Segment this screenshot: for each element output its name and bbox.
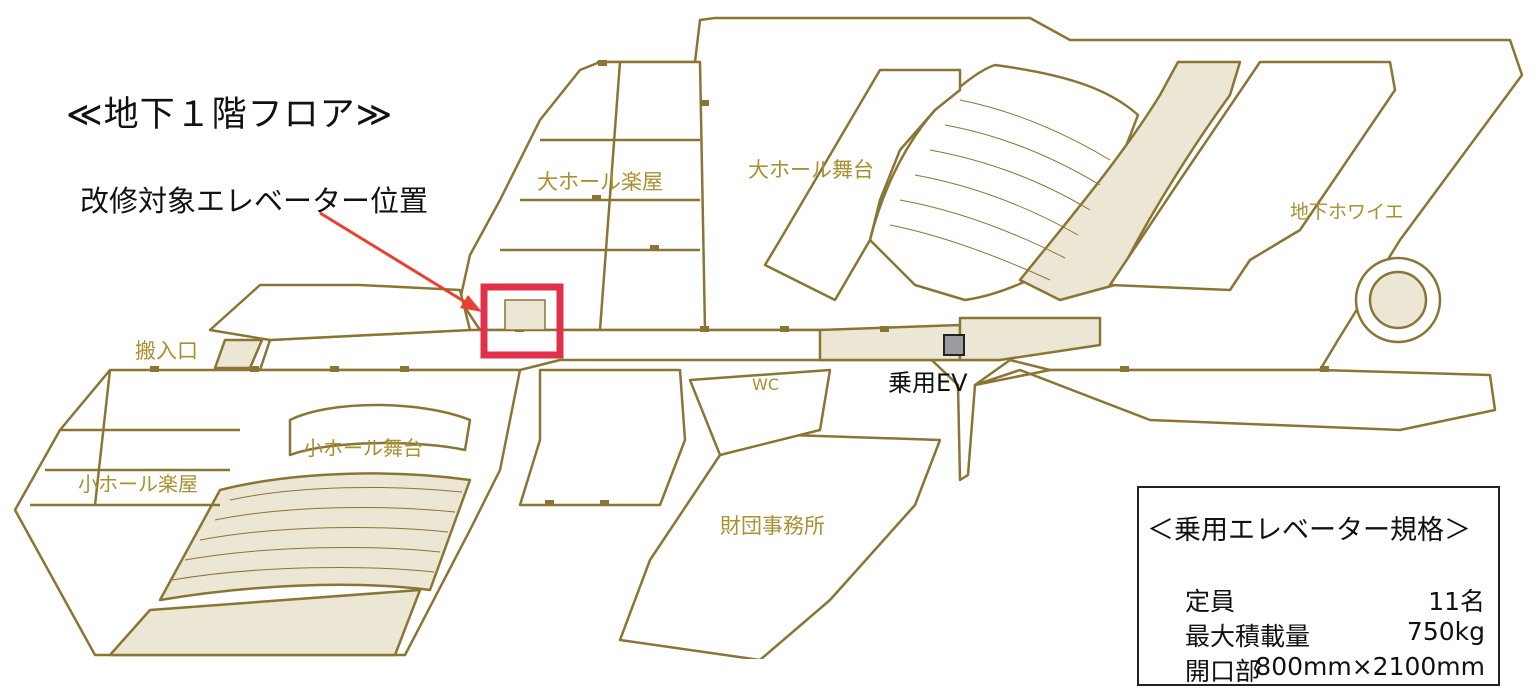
small-hall-stage-label: 小ホール舞台: [303, 436, 423, 460]
large-hall-dressing-label: 大ホール楽屋: [537, 170, 663, 194]
large-hall-stage-label: 大ホール舞台: [748, 158, 874, 182]
loading-area: [208, 283, 472, 342]
spec-row-value: 750kg: [1406, 617, 1485, 646]
passenger-ev-marker: [943, 334, 965, 356]
small-hall-dressing-label: 小ホール楽屋: [78, 472, 198, 496]
service-block: [518, 368, 687, 507]
spec-row-value: 800mm×2100mm: [1255, 652, 1485, 681]
elevator-spec-box: ＜乗用エレベーター規格＞ 定員 11名 最大積載量 750kg 開口部 800m…: [1137, 486, 1500, 686]
target-elevator-label: 改修対象エレベーター位置: [80, 184, 429, 218]
spec-row-label: 開口部: [1185, 657, 1261, 686]
foundation-office-label: 財団事務所: [720, 514, 825, 538]
basement-foyer-outline: [1108, 60, 1397, 292]
basement-foyer-label: 地下ホワイエ: [1290, 201, 1404, 223]
target-elevator-highlight: [480, 283, 564, 359]
wc-label: WC: [752, 375, 779, 394]
floor-plan-map: [13, 16, 1524, 659]
small-hall-stage-outline: [288, 403, 472, 457]
spec-title: ＜乗用エレベーター規格＞: [1147, 515, 1471, 546]
passenger-ev-label: 乗用EV: [888, 369, 968, 397]
target-arrow: [319, 211, 482, 312]
foundation-office-outline: [618, 433, 942, 659]
map-title: ≪地下１階フロア≫: [66, 95, 394, 135]
spec-row-label: 定員: [1185, 587, 1236, 616]
large-hall-stage-outline: [763, 68, 962, 302]
large-hall-side-block: [1018, 60, 1242, 302]
spec-row-label: 最大積載量: [1185, 622, 1311, 651]
spec-row-value: 11名: [1428, 587, 1485, 616]
loading-entrance-label: 搬入口: [135, 339, 198, 363]
